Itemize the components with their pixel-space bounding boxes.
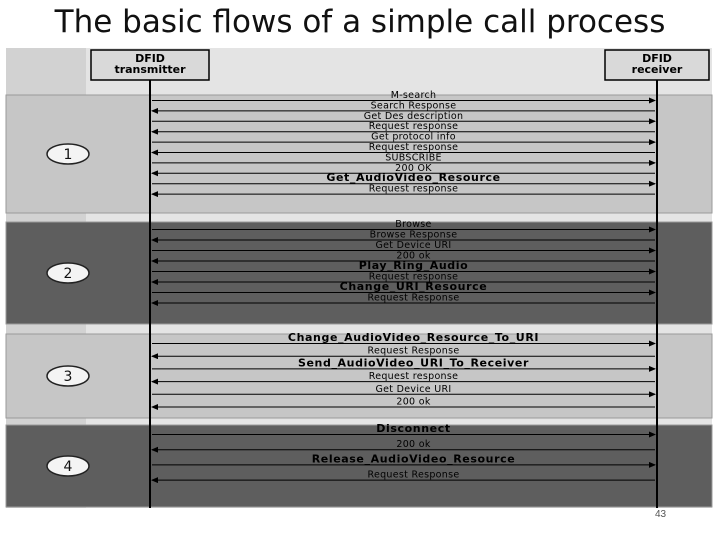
participant-label: receiver — [632, 63, 683, 76]
message-label: Browse — [395, 219, 431, 230]
phase-number-label: 2 — [64, 266, 73, 282]
message: Get Device URI — [152, 240, 656, 254]
phase-number-badge — [46, 262, 90, 284]
message: Request Response — [151, 346, 655, 360]
message: Disconnect — [152, 422, 656, 438]
phase-number-badge — [46, 455, 90, 477]
message: 200 ok — [151, 251, 655, 264]
slide-number: 43 — [655, 509, 667, 520]
message-label: Search Response — [371, 100, 457, 111]
message: Request Response — [151, 470, 655, 484]
message-label: Disconnect — [376, 422, 450, 435]
message-label: Play_Ring_Audio — [359, 259, 469, 272]
message-label: Request Response — [367, 470, 459, 481]
participant-label: DFID — [642, 52, 672, 65]
message: M-search — [152, 90, 656, 104]
message: Change_AudioVideo_Resource_To_URI — [152, 331, 656, 347]
message-label: Request response — [369, 121, 459, 132]
message: 200 ok — [151, 439, 655, 453]
message-label: Request response — [369, 272, 459, 283]
message: Request response — [151, 371, 655, 385]
message: Get Des description — [152, 111, 656, 125]
message-label: M-search — [391, 90, 437, 101]
phase-number-label: 3 — [64, 369, 73, 385]
message: Browse Response — [151, 230, 655, 243]
phase-1: 1 — [5, 94, 713, 214]
phase-number-badge — [46, 365, 90, 387]
message-label: Get_AudioVideo_Resource — [326, 171, 500, 184]
message: Send_AudioVideo_URI_To_Receiver — [152, 356, 656, 372]
message-label: 200 ok — [396, 439, 430, 450]
message-label: Get Des description — [364, 111, 464, 122]
phase-band — [5, 94, 713, 214]
participant-box — [604, 49, 710, 81]
message: Play_Ring_Audio — [152, 259, 656, 275]
phase-3: 3 — [5, 333, 713, 419]
message-label: 200 ok — [396, 397, 430, 408]
phase-band — [5, 424, 713, 508]
message-label: Change_AudioVideo_Resource_To_URI — [288, 331, 539, 344]
message: Change_URI_Resource — [152, 280, 656, 296]
message: Request response — [151, 121, 655, 135]
participant-label: transmitter — [114, 63, 186, 76]
message: Get_AudioVideo_Resource — [152, 171, 656, 187]
message-label: 200 ok — [396, 251, 430, 262]
message-label: 200 OK — [395, 163, 432, 174]
message-label: SUBSCRIBE — [385, 152, 442, 163]
message-label: Get protocol info — [371, 132, 456, 143]
message: Get protocol info — [152, 132, 656, 146]
message-label: Request response — [369, 142, 459, 153]
message-label: Request Response — [367, 346, 459, 357]
message: Release_AudioVideo_Resource — [152, 452, 656, 468]
participant-box — [90, 49, 210, 81]
message: Get Device URI — [152, 384, 656, 398]
slide-title: The basic flows of a simple call process — [54, 4, 666, 40]
message-label: Request response — [369, 371, 459, 382]
message: 200 ok — [151, 397, 655, 410]
message: Search Response — [151, 100, 655, 114]
message: Browse — [152, 219, 656, 233]
message: Request response — [151, 184, 655, 198]
message-label: Browse Response — [370, 230, 458, 241]
phase-number-label: 4 — [64, 459, 73, 475]
message: Request response — [151, 142, 655, 156]
message: 200 OK — [151, 163, 655, 177]
message: Request response — [151, 272, 655, 285]
message-label: Request response — [369, 184, 459, 195]
phase-4: 4 — [5, 424, 713, 508]
phase-2: 2 — [5, 221, 713, 325]
message: SUBSCRIBE — [152, 152, 656, 166]
phase-number-label: 1 — [64, 147, 73, 163]
message-label: Send_AudioVideo_URI_To_Receiver — [298, 356, 529, 369]
phase-number-badge — [46, 143, 90, 165]
message: Request Response — [151, 293, 655, 306]
message-label: Release_AudioVideo_Resource — [312, 452, 516, 465]
message-label: Request Response — [367, 293, 459, 304]
message-label: Get Device URI — [375, 384, 451, 395]
message-label: Get Device URI — [375, 240, 451, 251]
phase-band — [5, 221, 713, 325]
participant-label: DFID — [135, 52, 165, 65]
message-label: Change_URI_Resource — [340, 280, 488, 293]
phase-band — [5, 333, 713, 419]
